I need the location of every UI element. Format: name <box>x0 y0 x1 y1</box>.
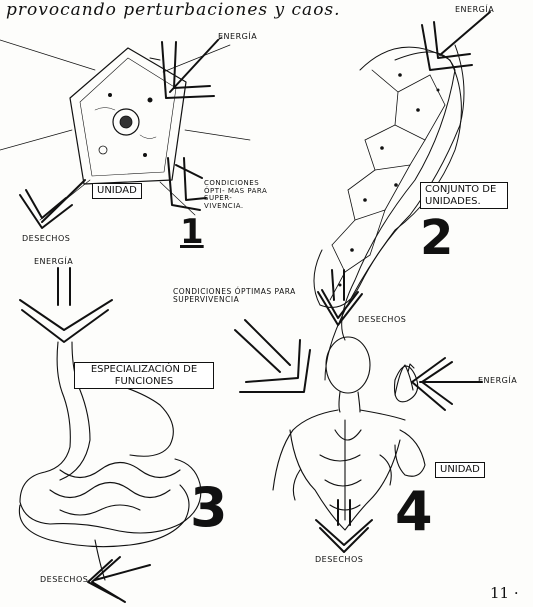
waste-label-2: DESECHOS <box>358 316 406 325</box>
conditions-arrow-4 <box>235 320 310 392</box>
panel-number-2: 2 <box>420 210 453 266</box>
panel-number-4: 4 <box>395 480 433 543</box>
waste-label-4: DESECHOS <box>315 556 363 565</box>
waste-label-3: DESECHOS <box>40 576 88 585</box>
energy-label-3: ENERGÍA <box>34 258 73 267</box>
energy-label-4: ENERGÍA <box>478 377 517 386</box>
conditions-label-1: CONDICIONES ÓPTI- MAS PARA SUPER- VIVENC… <box>204 180 274 211</box>
page-number: 11 · <box>490 584 519 602</box>
waste-arrow-4 <box>316 500 372 552</box>
panel-number-3: 3 <box>190 476 228 539</box>
energy-arrow-3 <box>20 268 112 342</box>
panel-number-1: 1 <box>180 212 204 252</box>
specialization-label-3: ESPECIALIZACIÓN DE FUNCIONES <box>74 362 214 389</box>
unit-label-1: UNIDAD <box>92 183 142 199</box>
unit-label-4: UNIDAD <box>435 462 485 478</box>
waste-arrow-3 <box>88 557 150 602</box>
energy-label-2: ENERGÍA <box>455 6 494 15</box>
conditions-label-4: CONDICIONES ÓPTIMAS PARA SUPERVIVENCIA <box>173 288 303 305</box>
energy-label-1: ENERGÍA <box>218 33 257 42</box>
energy-arrow-2 <box>422 12 490 70</box>
energy-arrow-4 <box>412 358 482 410</box>
set-label-2: CONJUNTO DE UNIDADES. <box>420 182 508 209</box>
waste-arrow-1 <box>20 180 85 228</box>
waste-label-1: DESECHOS <box>22 235 70 244</box>
